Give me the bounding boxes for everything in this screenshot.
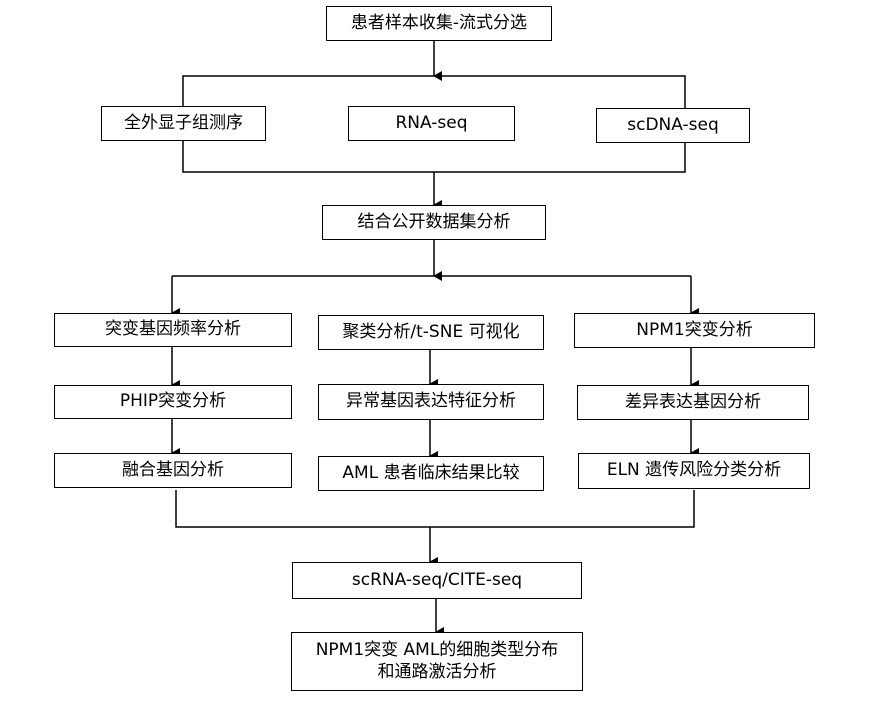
node-scrna-cite-seq: scRNA-seq/CITE-seq bbox=[292, 562, 582, 599]
node-deg-analysis: 差异表达基因分析 bbox=[577, 385, 809, 420]
node-clinical-comparison: AML 患者临床结果比较 bbox=[318, 456, 544, 491]
final-line-1: NPM1突变 AML的细胞类型分布 bbox=[315, 640, 559, 661]
node-phip-mutation: PHIP突变分析 bbox=[54, 385, 292, 419]
node-mutation-frequency: 突变基因频率分析 bbox=[54, 313, 292, 347]
connector-seq-merge bbox=[182, 141, 686, 173]
node-fusion-gene: 融合基因分析 bbox=[54, 453, 292, 488]
node-npm1-mutation: NPM1突变分析 bbox=[574, 313, 815, 348]
final-line-2: 和通路激活分析 bbox=[377, 661, 497, 682]
node-rna-seq: RNA-seq bbox=[348, 106, 515, 141]
node-eln-risk: ELN 遗传风险分类分析 bbox=[578, 453, 810, 489]
node-aberrant-expression: 异常基因表达特征分析 bbox=[318, 384, 544, 420]
connector-seq-split bbox=[182, 75, 686, 116]
connector-bottom-merge bbox=[175, 490, 695, 528]
node-sample-collection: 患者样本收集-流式分选 bbox=[326, 6, 552, 41]
node-scdna-seq: scDNA-seq bbox=[596, 108, 750, 143]
node-wes: 全外显子组测序 bbox=[101, 106, 266, 141]
node-clustering-tsne: 聚类分析/t-SNE 可视化 bbox=[318, 315, 544, 350]
node-public-data: 结合公开数据集分析 bbox=[322, 205, 546, 240]
node-final-analysis: NPM1突变 AML的细胞类型分布 和通路激活分析 bbox=[291, 632, 583, 691]
